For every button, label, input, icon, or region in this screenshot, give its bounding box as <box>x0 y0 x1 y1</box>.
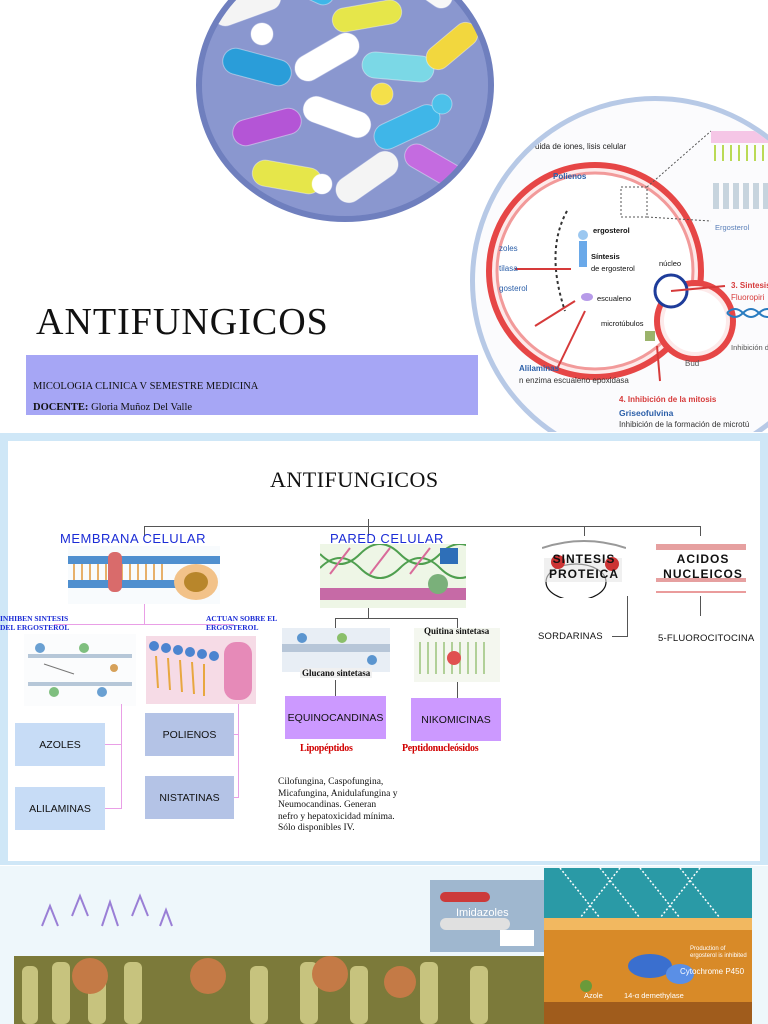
category-membrana-celular: MEMBRANA CELULAR <box>60 531 206 546</box>
diagram-label-de-ergosterol: de ergosterol <box>591 264 635 273</box>
diagram-label-alilaminas: Alilaminas <box>519 364 560 373</box>
note-line: Neumocandinas. Generan <box>278 800 377 810</box>
diagram-label-ions: uida de iones, lisis celular <box>535 142 627 151</box>
slide2-title: ANTIFUNGICOS <box>270 467 439 492</box>
diagram-label-sintesis3: 3. Sintesis <box>731 281 768 290</box>
docente-name: Gloria Muñoz Del Valle <box>91 402 193 413</box>
slide1-title: ANTIFUNGICOS <box>36 301 329 343</box>
box-nikomicinas: NIKOMICINAS <box>411 698 501 741</box>
diagram-label-enzima: n enzima escualeno epoxidasa <box>519 376 629 385</box>
diagram-label-polienos: Polienos <box>553 172 587 181</box>
box-nistatinas: NISTATINAS <box>145 776 234 819</box>
title-slide: uida de iones, lisis celular Polienos er… <box>0 0 768 432</box>
note-line: Micafungina, Anidulafungina y <box>278 788 398 799</box>
membrana-branch-connector <box>144 604 145 624</box>
connector-pared <box>368 526 369 536</box>
diagram-label-microtubulos: microtúbulos <box>601 319 644 328</box>
acidos-nucleicos-image <box>656 540 746 596</box>
label-sordarinas: SORDARINAS <box>538 631 603 642</box>
box-equinocandinas: EQUINOCANDINAS <box>285 696 386 739</box>
diagram-label-tilasa: tilasa <box>499 264 518 273</box>
category-acidos-nucleicos: ACIDOS NUCLEICOS <box>663 552 743 581</box>
ergosterol-pathway-image <box>24 634 136 706</box>
pills-photo <box>196 0 494 222</box>
diagram-label-griseofulvina: Griseofulvina <box>619 408 674 418</box>
connector-fluorocitocina <box>700 596 701 616</box>
docente-label: DOCENTE: <box>33 402 89 413</box>
bracket-alilaminas <box>104 808 122 809</box>
pared-branch-right <box>457 618 458 628</box>
connector-sordarinas-h <box>612 636 628 637</box>
pared-branch-horizontal <box>335 618 457 619</box>
bracket-azoles <box>104 744 122 745</box>
quitina-sintetasa-image <box>414 628 500 682</box>
connector-sintesis <box>584 526 585 536</box>
concept-map-slide <box>0 433 768 865</box>
docente-line: DOCENTE: Gloria Muñoz Del Valle <box>33 402 192 413</box>
note-line: Cilofungina, Caspofungina, <box>278 777 384 787</box>
pared-branch-connector <box>368 608 369 618</box>
diagram-label-ergosterol: ergosterol <box>593 226 630 235</box>
connector-membrana <box>144 526 145 536</box>
membrana-branch-horizontal <box>54 624 234 625</box>
connector-title <box>368 519 369 527</box>
label-fluorocitocina: 5-FLUOROCITOCINA <box>658 633 755 644</box>
diagram-label-mitosis: 4. Inhibición de la mitosis <box>619 395 717 404</box>
connector-sordarinas-v <box>627 596 628 636</box>
diagram-label-inhibicion-d: Inhibición d <box>731 343 768 352</box>
label-lipopeptidos: Lipopéptidos <box>300 743 353 754</box>
label-production-note: Production of ergosterol is inhibited <box>690 946 747 959</box>
label-quitina-sintetasa: Quitina sintetasa <box>424 626 490 636</box>
diagram-label-nucleo: núcleo <box>659 259 682 268</box>
connector-acidos <box>700 526 701 536</box>
label-imidazoles: Imidazoles <box>456 907 509 919</box>
equinocandinas-note: Cilofungina, Caspofungina, Micafungina, … <box>278 777 408 835</box>
category-pared-celular: PARED CELULAR <box>330 531 444 546</box>
diagram-label-sintesis: Síntesis <box>591 252 620 261</box>
diagram-label-microtu: Inhibición de la formación de microtú <box>619 420 750 429</box>
label-actuan-ergosterol: ACTUAN SOBRE EL ERGOSTEROL <box>206 614 277 632</box>
bracket-left-vertical <box>121 704 122 808</box>
note-line: nefro y hepatoxicidad mínima. <box>278 811 395 822</box>
label-glucano-sintetasa: Glucano sintetasa <box>300 668 373 678</box>
cell-wall-image <box>319 543 481 608</box>
sintesis-proteica-image <box>541 538 627 601</box>
diagram-label-azoles: zoles <box>499 244 518 253</box>
box-azoles: AZOLES <box>15 723 105 766</box>
connector-nikomicinas <box>457 682 458 698</box>
diagram-label-ergosterol2: Ergosterol <box>715 223 750 232</box>
subtitle-bar <box>26 355 478 415</box>
mechanism-slide: Imidazoles Production of ergosterol is i… <box>0 866 768 1024</box>
label-cytochrome: Cytochrome P450 <box>680 967 745 976</box>
box-polienos: POLIENOS <box>145 713 234 756</box>
label-peptidonucleosidos: Peptidonucleósidos <box>402 743 479 754</box>
diagram-label-gosterol: gosterol <box>499 284 528 293</box>
connector-top-horizontal <box>144 526 700 527</box>
fungal-cell-diagram: uida de iones, lisis celular Polienos er… <box>470 96 768 432</box>
pared-branch-left <box>335 618 336 628</box>
box-alilaminas: ALILAMINAS <box>15 787 105 830</box>
bracket-polienos <box>234 734 239 735</box>
category-sintesis-proteica: SINTESIS PROTEICA <box>548 552 619 581</box>
bracket-nistatinas <box>234 797 239 798</box>
label-azole: Azole <box>584 991 603 1000</box>
connector-equinocandinas <box>335 680 336 696</box>
label-inhiben-sintesis: INHIBEN SINTESIS DEL ERGOSTEROL <box>0 614 70 632</box>
note-line: Sólo disponibles IV. <box>278 823 355 833</box>
diagram-label-fluoropiri: Fluoropiri <box>731 293 765 302</box>
diagram-label-escualeno: escualeno <box>597 294 632 303</box>
glucano-sintetasa-image <box>282 628 390 672</box>
membrane-image <box>68 546 220 604</box>
diagram-label-bud: Bud <box>685 359 700 368</box>
course-subtitle: MICOLOGIA CLINICA V SEMESTRE MEDICINA <box>33 381 259 392</box>
bracket-right-vertical <box>238 704 239 798</box>
label-demethylase: 14-α demethylase <box>624 991 684 1000</box>
polienos-image <box>146 636 256 704</box>
